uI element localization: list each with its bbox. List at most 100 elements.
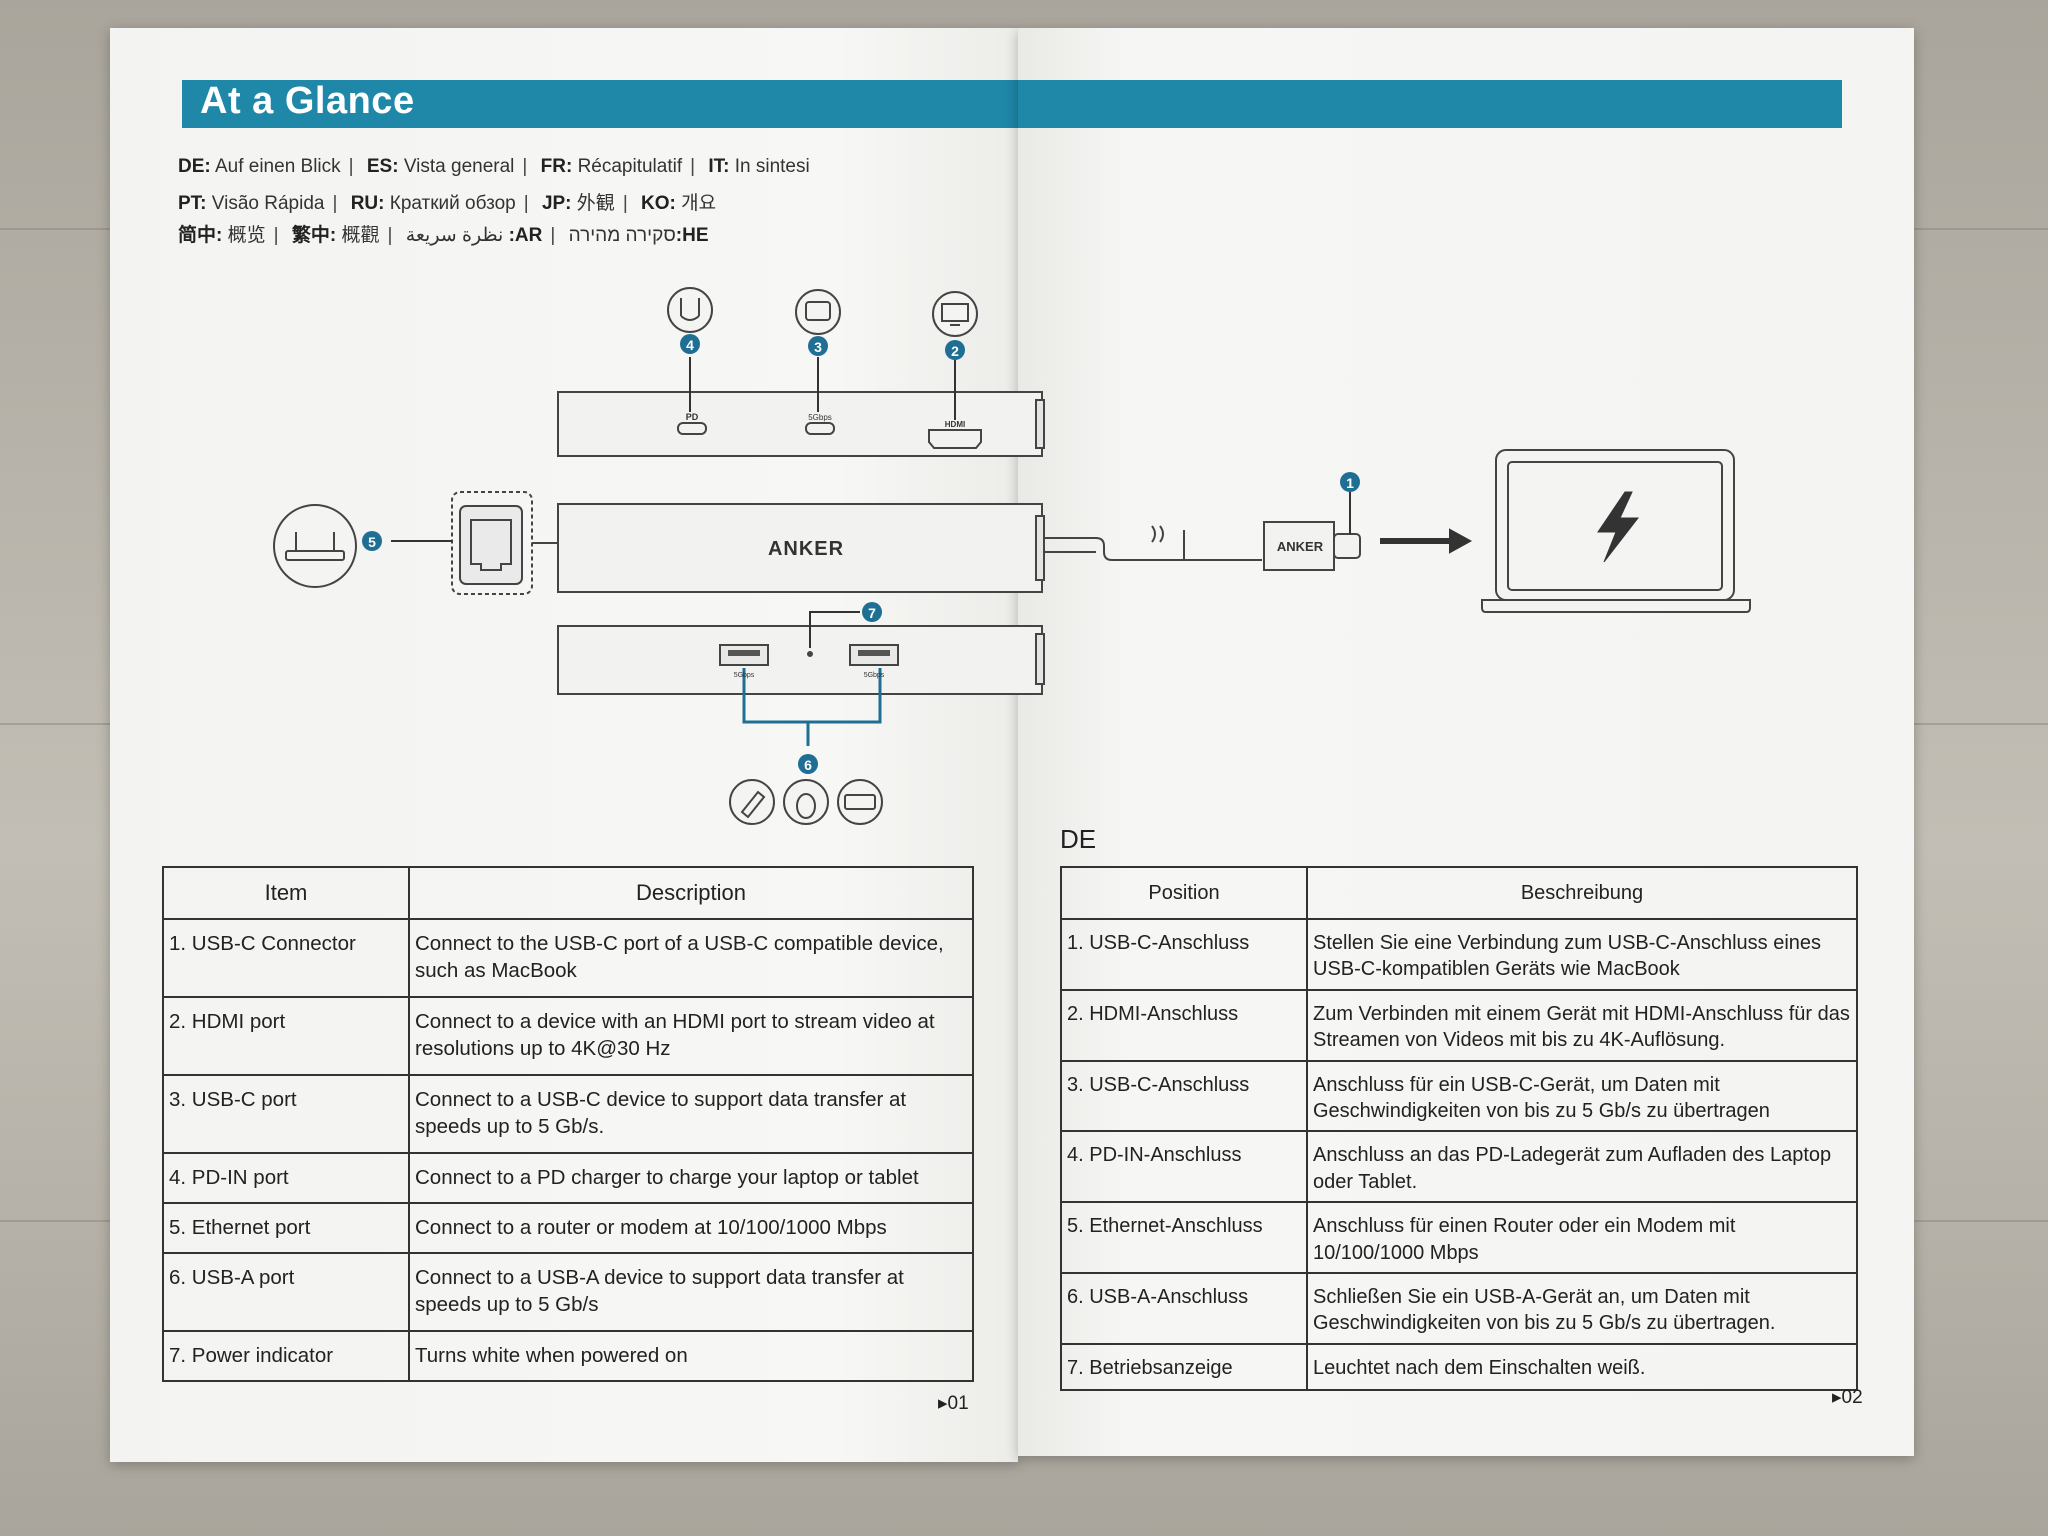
usb-c-cable [1044,530,1262,561]
usb-drive-icon [729,779,775,825]
svg-text:7: 7 [868,605,876,621]
spec-table-de: Position Beschreibung 1. USB-C-Anschluss… [1060,866,1858,1391]
hdmi-port-label: HDMI [945,420,965,429]
description-cell: Anschluss für einen Router oder ein Mode… [1306,1201,1858,1274]
pd-in-port [677,422,707,435]
hub-bottom-view [557,625,1045,695]
title-banner [182,80,1018,128]
pd-port-label: PD [686,412,699,422]
item-cell: 4. PD-IN port [162,1152,410,1204]
hdmi-port [928,429,982,449]
hub-side-view [557,503,1045,593]
table-header-row: Item Description [162,866,974,920]
page-title: At a Glance [200,80,415,122]
callout-5: 5 [362,531,382,551]
item-cell: 4. PD-IN-Anschluss [1060,1130,1308,1204]
language-line-3: 简中: 概览| 繁中: 概觀| نظرة سريعة :AR| סקירה מה… [178,225,709,246]
item-cell: 1. USB-C Connector [162,918,410,998]
item-cell: 6. USB-A port [162,1252,410,1332]
item-cell: 7. Betriebsanzeige [1060,1342,1308,1391]
language-line-2: PT: Visão Rápida| RU: Краткий обзор| JP:… [178,193,717,214]
svg-text:6: 6 [804,757,812,773]
pd-charger-icon [667,287,713,333]
usb-c-connector [1263,521,1335,571]
german-section-heading: DE [1060,824,1097,854]
description-cell: Connect to a USB-C device to support dat… [408,1074,974,1154]
usba-port-label: 5Gbps [864,672,885,679]
description-cell: Connect to a PD charger to charge your l… [408,1152,974,1204]
monitor-icon [932,291,978,337]
svg-text:1: 1 [1346,475,1354,491]
title-banner-continued [1018,80,1842,128]
description-cell: Connect to a USB-A device to support dat… [408,1252,974,1332]
manual-page-left: At a Glance DE: Auf einen Blick| ES: Vis… [110,28,1018,1462]
page-number-right: ▸02 [1832,1387,1863,1408]
page-number-left: ▸01 [938,1393,969,1414]
description-cell: Zum Verbinden mit einem Gerät mit HDMI-A… [1306,988,1858,1062]
description-cell: Anschluss für ein USB-C-Gerät, um Daten … [1306,1059,1858,1133]
description-cell: Connect to the USB-C port of a USB-C com… [408,918,974,998]
usb-c-port [805,422,835,435]
table-header-row: Position Beschreibung [1060,866,1858,920]
item-cell: 1. USB-C-Anschluss [1060,918,1308,991]
item-cell: 5. Ethernet-Anschluss [1060,1201,1308,1274]
description-cell: Turns white when powered on [408,1330,974,1382]
column-header-position: Position [1060,866,1308,920]
item-cell: 3. USB-C port [162,1074,410,1154]
item-cell: 2. HDMI-Anschluss [1060,988,1308,1062]
language-line-1: DE: Auf einen Blick| ES: Vista general| … [178,156,810,177]
description-cell: Stellen Sie eine Verbindung zum USB-C-An… [1306,918,1858,991]
manual-page-right: DE Position Beschreibung 1. USB-C-Anschl… [1018,28,1914,1456]
usbc-port-label: 5Gbps [808,413,832,422]
callout-2: 2 [945,340,965,360]
svg-text:2: 2 [951,343,959,359]
item-cell: 7. Power indicator [162,1330,410,1382]
item-cell: 5. Ethernet port [162,1202,410,1254]
description-cell: Schließen Sie ein USB-A-Gerät an, um Dat… [1306,1271,1858,1345]
router-icon [273,504,357,588]
brand-logo: ANKER [768,538,844,560]
svg-text:5: 5 [368,534,376,550]
lightning-icon [1597,491,1640,563]
svg-text:3: 3 [814,339,822,355]
usba-port-label: 5Gbps [734,672,755,679]
callout-1: 1 [1340,472,1360,492]
column-header-item: Item [162,866,410,920]
hub-top-view [557,391,1045,457]
callout-3: 3 [808,336,828,356]
mouse-icon [783,779,829,825]
connector-brand-logo: ANKER [1277,539,1324,554]
description-cell: Connect to a device with an HDMI port to… [408,996,974,1076]
description-cell: Anschluss an das PD-Ladegerät zum Auflad… [1306,1130,1858,1204]
power-indicator-led [807,651,813,657]
usb-c-device-icon [795,289,841,335]
item-cell: 3. USB-C-Anschluss [1060,1059,1308,1133]
callout-6: 6 [798,754,818,774]
keyboard-icon [837,779,883,825]
callout-4: 4 [680,334,700,354]
item-cell: 2. HDMI port [162,996,410,1076]
svg-text:4: 4 [686,337,694,353]
column-header-description: Description [408,866,974,920]
column-header-beschreibung: Beschreibung [1306,866,1858,920]
callout-7: 7 [862,602,882,622]
description-cell: Connect to a router or modem at 10/100/1… [408,1202,974,1254]
description-cell: Leuchtet nach dem Einschalten weiß. [1306,1342,1858,1391]
item-cell: 6. USB-A-Anschluss [1060,1271,1308,1345]
